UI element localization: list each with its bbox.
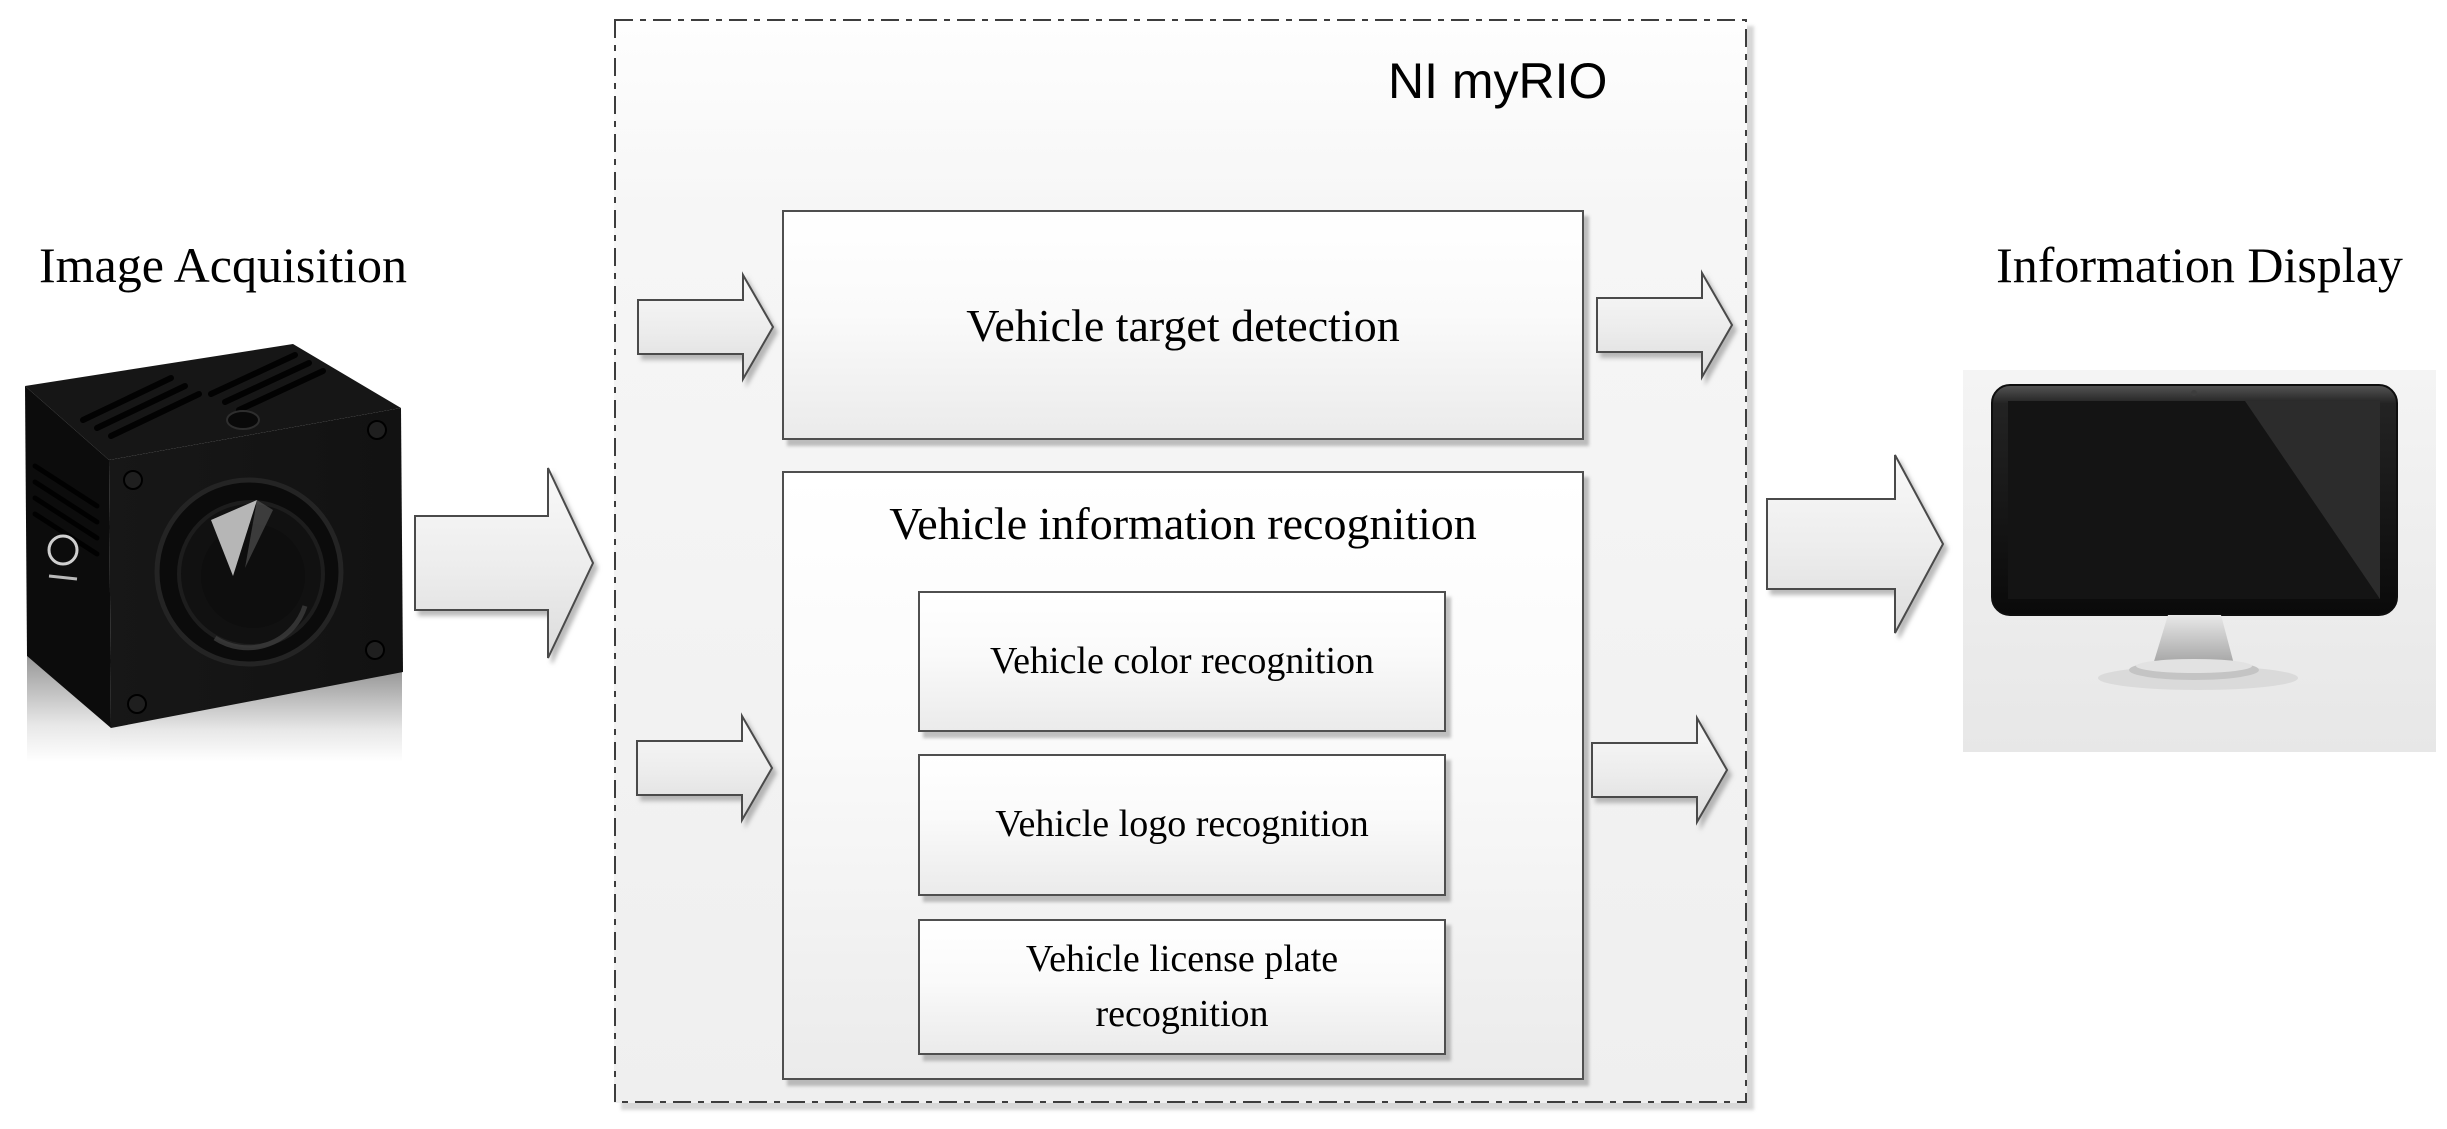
box-vehicle-color-recognition: Vehicle color recognition (918, 591, 1446, 732)
box-vehicle-target-detection: Vehicle target detection (782, 210, 1584, 440)
monitor-icon (1963, 370, 2436, 752)
flow-arrow-from-target-detection (1596, 269, 1734, 381)
box-vehicle-information-recognition: Vehicle information recognition Vehicle … (782, 471, 1584, 1080)
flow-arrow-output (1766, 454, 1945, 634)
camera-photo (5, 338, 411, 762)
vehicle-license-plate-recognition-label: Vehicle license plate recognition (1025, 937, 1339, 1035)
vehicle-target-detection-label: Vehicle target detection (966, 299, 1400, 351)
flow-arrow-input (414, 467, 595, 659)
image-acquisition-label: Image Acquisition (39, 237, 407, 293)
information-display-label: Information Display (1996, 237, 2403, 293)
ni-myrio-title: NI myRIO (1388, 53, 1608, 109)
flow-arrow-to-info-recognition (636, 712, 774, 824)
vehicle-information-recognition-label: Vehicle information recognition (889, 498, 1477, 549)
flow-arrow-from-info-recognition (1591, 714, 1729, 826)
box-vehicle-logo-recognition: Vehicle logo recognition (918, 754, 1446, 896)
vehicle-logo-recognition-label: Vehicle logo recognition (995, 803, 1369, 846)
camera-icon (25, 344, 403, 762)
flow-arrow-to-target-detection (637, 271, 775, 383)
vehicle-color-recognition-label: Vehicle color recognition (989, 639, 1375, 682)
box-vehicle-license-plate-recognition: Vehicle license plate recognition (918, 919, 1446, 1055)
monitor-photo (1963, 370, 2436, 752)
